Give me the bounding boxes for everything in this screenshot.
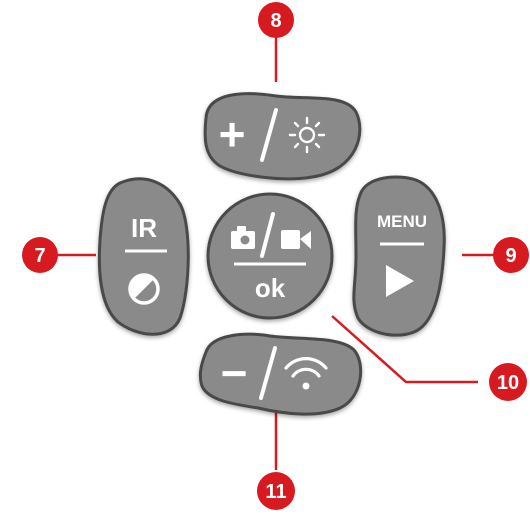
video-camera-icon [281,230,311,249]
callout-10: 10 [489,363,527,401]
brightness-down-button[interactable] [198,332,363,416]
callout-7-label: 7 [34,245,45,267]
sun-brightness-icon [288,116,326,154]
brightness-up-button[interactable] [203,92,362,181]
callout-7: 7 [22,237,58,273]
center-slash [260,212,275,258]
camera-icon [231,226,255,249]
leader-lines [58,38,496,470]
callout-8-label: 8 [270,10,281,32]
play-triangle-icon [386,265,414,297]
callout-9-label: 9 [505,245,516,267]
minus-symbol: − [221,347,248,399]
callout-8: 8 [258,2,294,38]
callout-9: 9 [493,237,529,273]
callout-10-label: 10 [497,372,519,394]
menu-label: MENU [377,212,427,231]
ir-label: IR [131,213,157,243]
slash-divider [260,108,278,162]
ok-label: ok [255,273,286,303]
menu-button[interactable] [352,175,446,337]
wifi-icon [284,357,328,390]
bottom-slash [259,346,277,400]
contrast-circle-icon [128,273,160,305]
ir-button[interactable] [97,177,190,336]
callout-11-label: 11 [265,481,286,503]
callout-11: 11 [257,472,295,510]
leader-line-center [331,315,478,384]
ok-capture-button[interactable] [206,192,334,320]
plus-symbol: + [219,108,246,160]
